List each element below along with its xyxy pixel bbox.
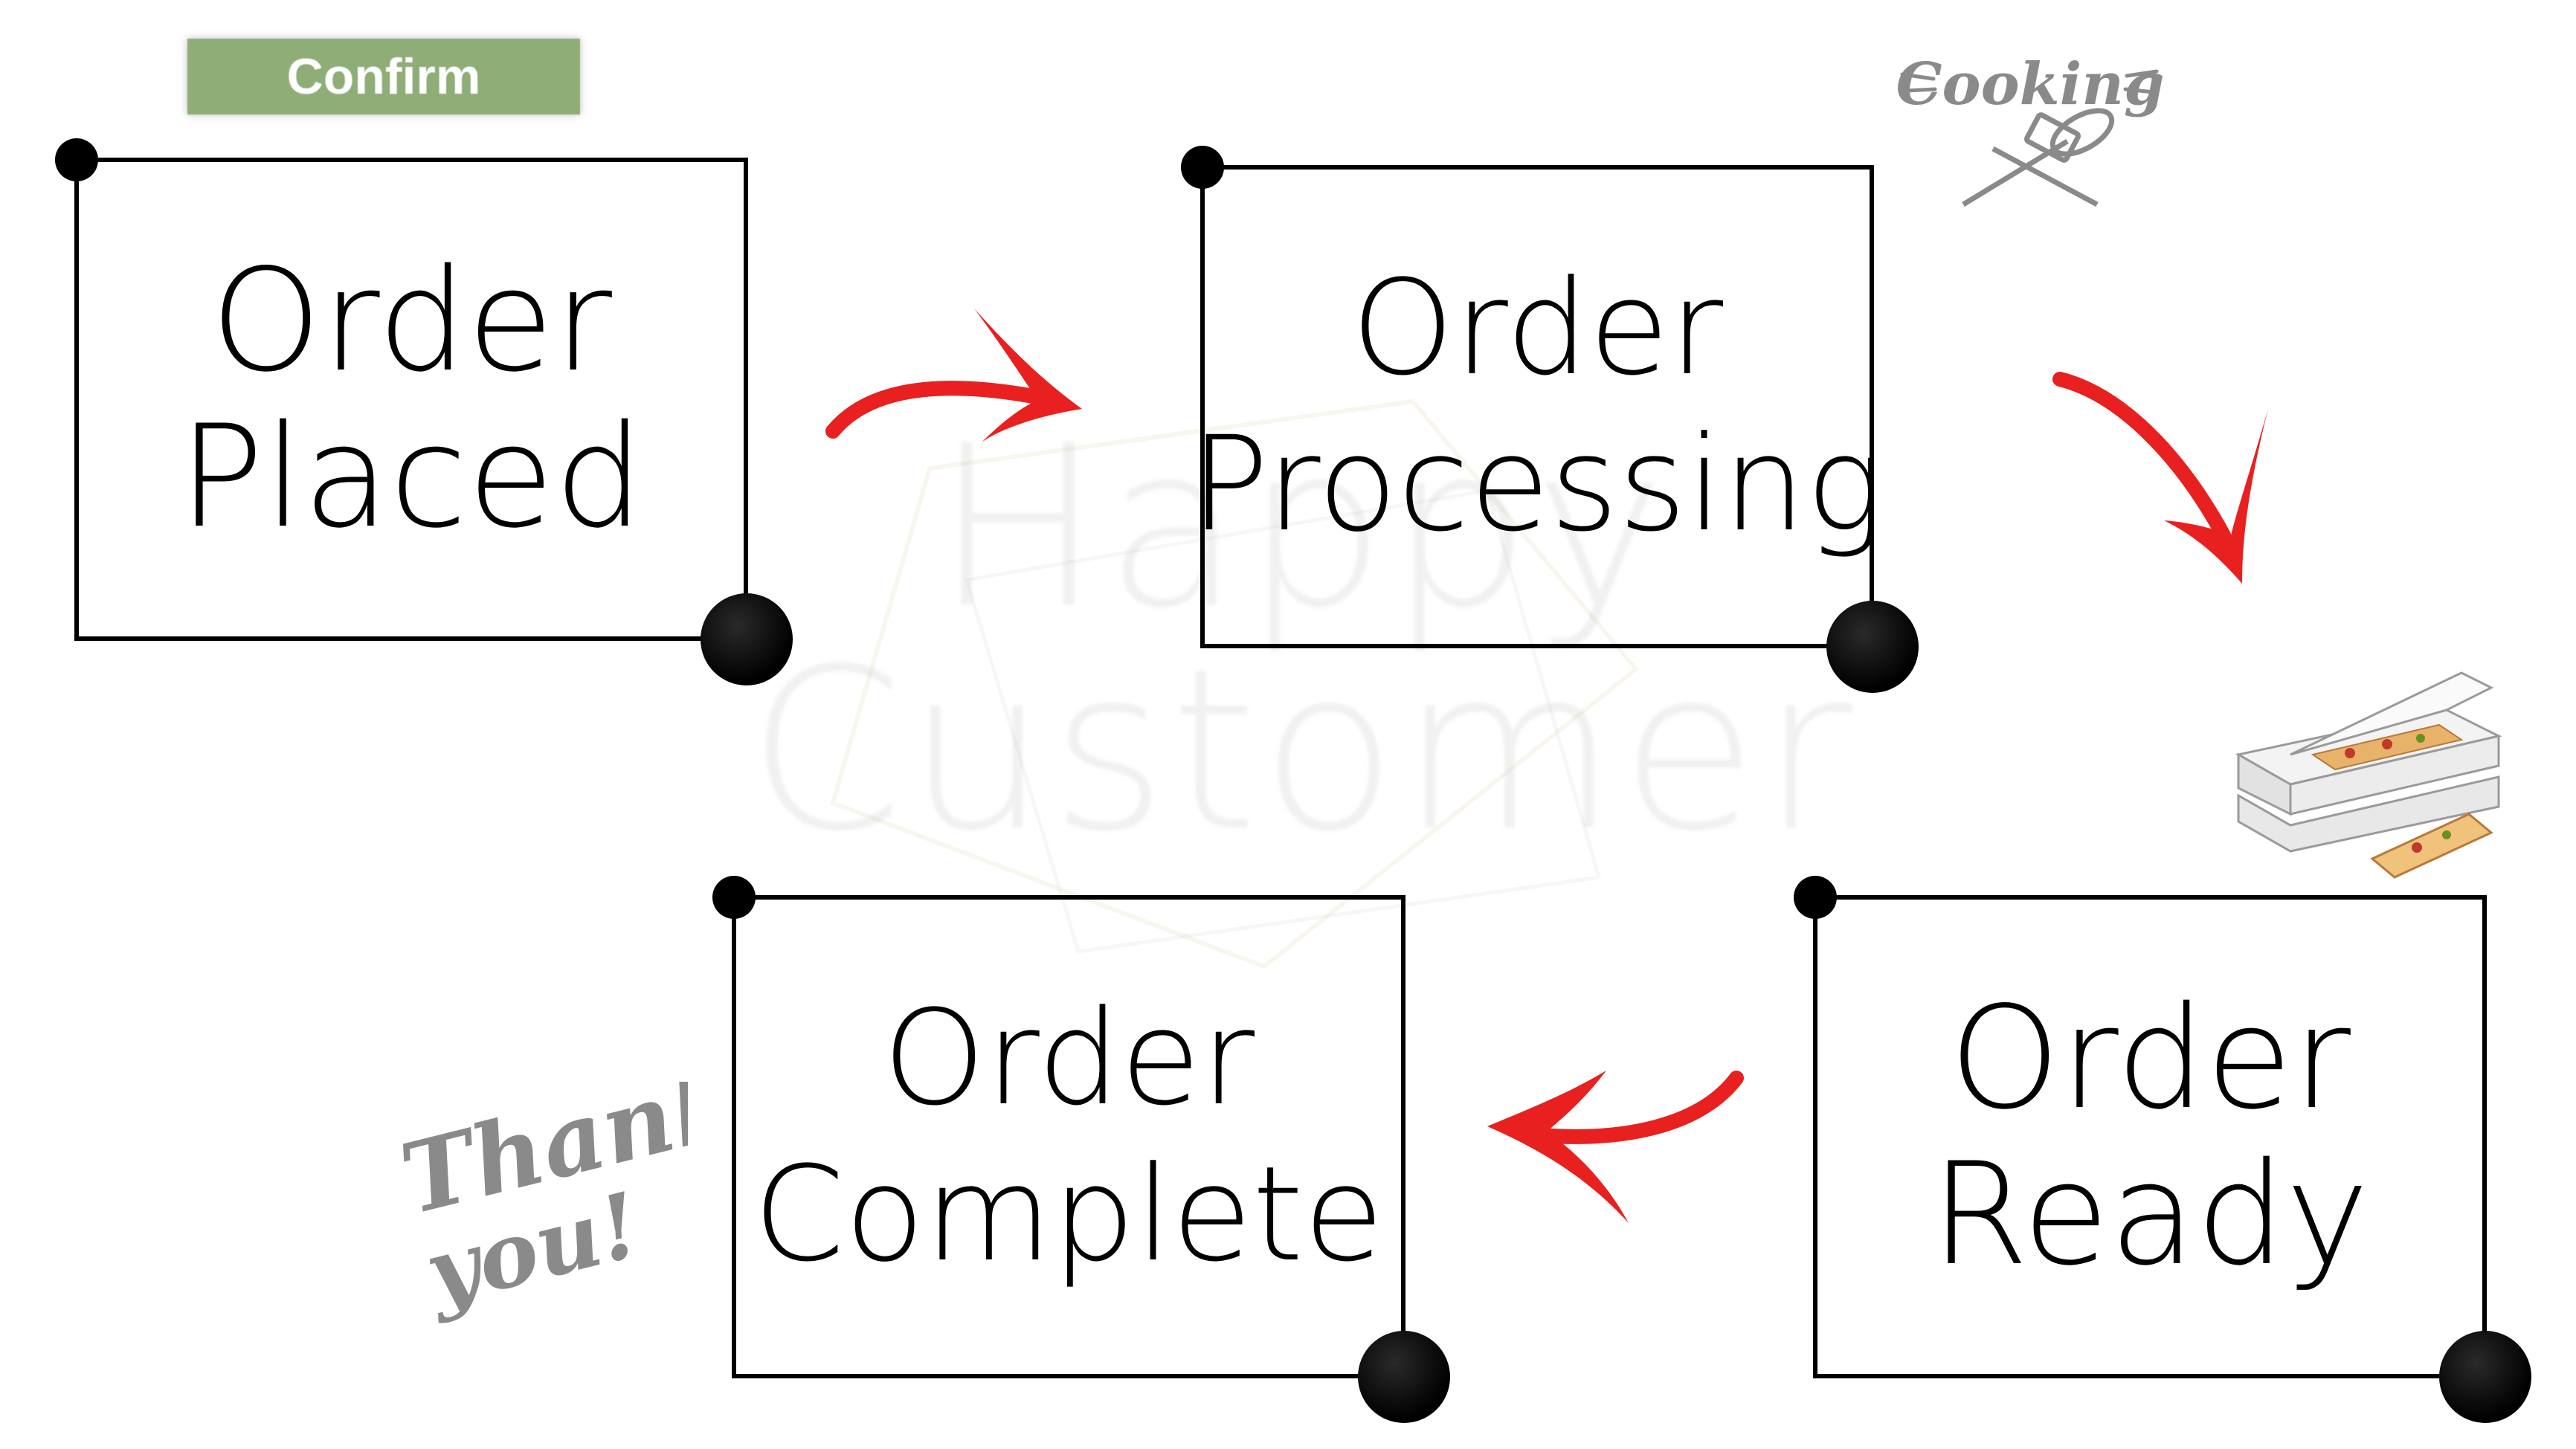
stage-order-placed: Order Placed	[55, 138, 793, 685]
box-border-top	[1813, 895, 2487, 900]
box-border-top	[74, 158, 748, 162]
box-border-bottom	[74, 636, 748, 641]
box-border-bottom	[1200, 644, 1874, 648]
box-border-bottom	[732, 1374, 1405, 1378]
watermark-line1: Happy	[934, 398, 1669, 657]
stage-label-line2: Placed	[178, 395, 644, 559]
box-border-right	[1401, 895, 1405, 1378]
box-border-bottom	[1813, 1374, 2487, 1378]
confirm-button[interactable]: Confirm	[187, 39, 580, 114]
stage-label: Order Placed	[74, 158, 748, 641]
stage-order-ready: Order Ready	[1794, 876, 2531, 1423]
box-border-left	[1200, 165, 1205, 648]
stage-label-line2: Ready	[1931, 1132, 2369, 1297]
stage-label: Order Processing	[1190, 165, 1884, 648]
stage-label: Order Complete	[732, 895, 1405, 1378]
cooking-icon: Cooking	[1896, 51, 2164, 207]
box-border-right	[2482, 895, 2487, 1378]
pizza-box-icon	[2235, 671, 2502, 879]
stage-order-processing: Order Processing	[1181, 146, 1919, 693]
box-border-top	[732, 895, 1405, 900]
box-border-left	[74, 158, 79, 641]
corner-dot-small	[55, 138, 98, 181]
watermark-logo-icon	[830, 398, 1640, 969]
box-border-left	[1813, 895, 1817, 1378]
arrow-right-icon	[825, 309, 1082, 442]
stage-label-line2: Complete	[753, 1138, 1385, 1291]
stage-label: Order Ready	[1813, 895, 2487, 1378]
corner-dot-large	[1826, 601, 1919, 693]
cooking-badge-text: Cooking	[1896, 51, 2164, 118]
corner-dot-small	[712, 876, 756, 919]
corner-dot-large	[701, 593, 793, 685]
box-border-top	[1200, 165, 1874, 170]
stage-label-line1: Order	[210, 239, 612, 403]
stage-label-line1: Order	[1949, 976, 2351, 1140]
box-border-right	[1870, 165, 1874, 648]
watermark-line2: Customer	[747, 621, 1855, 880]
box-border-right	[744, 158, 748, 641]
stage-order-complete: Order Complete	[712, 876, 1450, 1423]
box-border-left	[732, 895, 736, 1378]
corner-dot-large	[2439, 1331, 2531, 1423]
arrow-left-icon	[1487, 1071, 1744, 1223]
corner-dot-small	[1181, 146, 1224, 189]
stage-label-line2: Processing	[1190, 408, 1884, 561]
stage-label-line1: Order	[1350, 252, 1724, 404]
thank-you-icon: Thank you!	[390, 1082, 688, 1326]
watermark-text: Happy Customer	[744, 416, 1859, 1011]
corner-dot-small	[1794, 876, 1837, 919]
stage-label-line1: Order	[882, 982, 1255, 1135]
corner-dot-large	[1358, 1331, 1450, 1423]
arrow-down-icon	[2052, 372, 2268, 584]
